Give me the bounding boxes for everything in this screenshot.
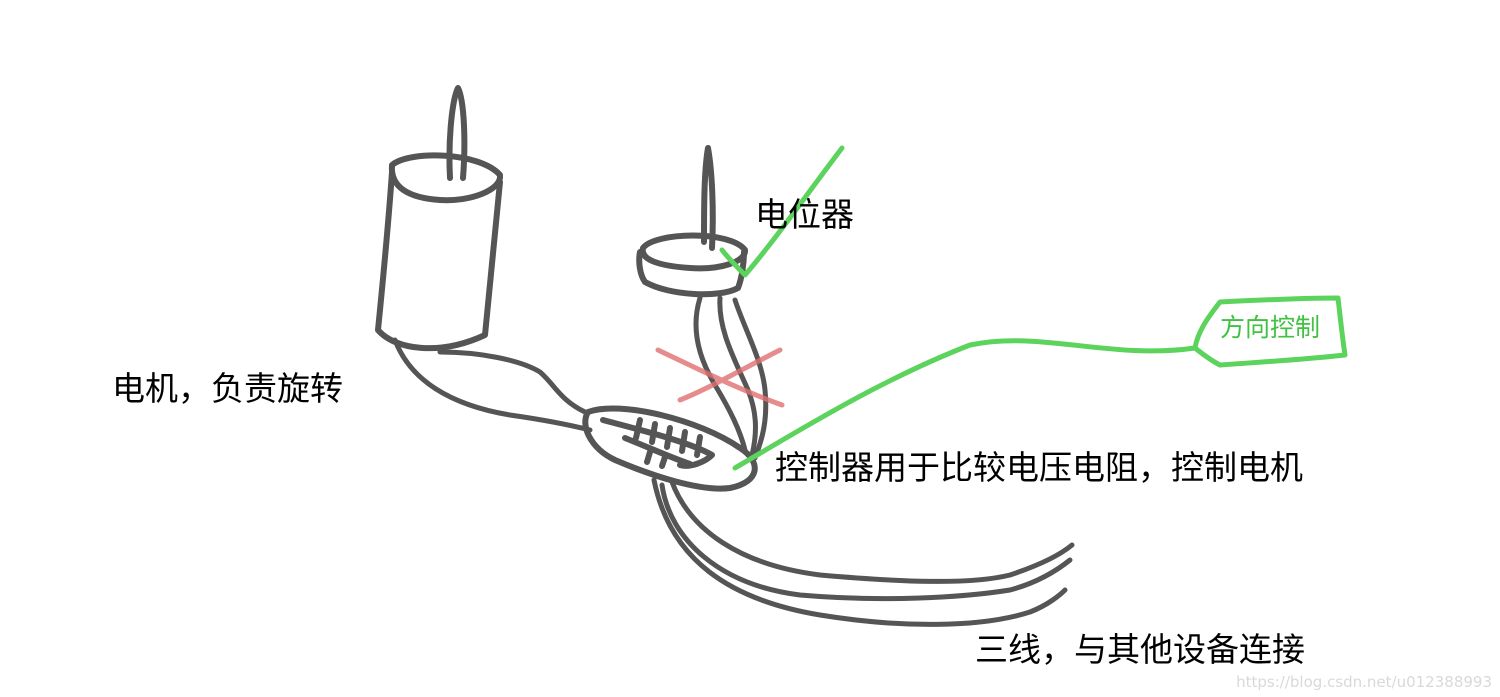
- motor-top: [388, 152, 503, 204]
- potentiometer-shaft: [701, 145, 716, 251]
- three-wires: [651, 477, 1075, 627]
- motor-label: 电机，负责旋转: [112, 369, 343, 408]
- motor-shaft: [446, 85, 468, 181]
- controller-label: 控制器用于比较电压电阻，控制电机: [775, 448, 1303, 487]
- motor-body: [375, 169, 503, 352]
- three-wires-label: 三线，与其他设备连接: [975, 630, 1305, 669]
- motor: [375, 85, 503, 352]
- potentiometer: [636, 145, 748, 298]
- watermark: https://blog.csdn.net/u012388993: [1236, 673, 1492, 691]
- potentiometer-pointer: [719, 145, 845, 278]
- controller-outline: [582, 405, 758, 492]
- controller-board: [582, 405, 758, 492]
- motor-wires: [392, 337, 593, 433]
- potentiometer-label: 电位器: [755, 195, 854, 234]
- potentiometer-top: [639, 232, 748, 272]
- direction-pointer: [732, 295, 1348, 471]
- direction-control-label: 方向控制: [1220, 313, 1321, 342]
- green-pointers: [719, 145, 1348, 471]
- red-cross: [655, 347, 785, 408]
